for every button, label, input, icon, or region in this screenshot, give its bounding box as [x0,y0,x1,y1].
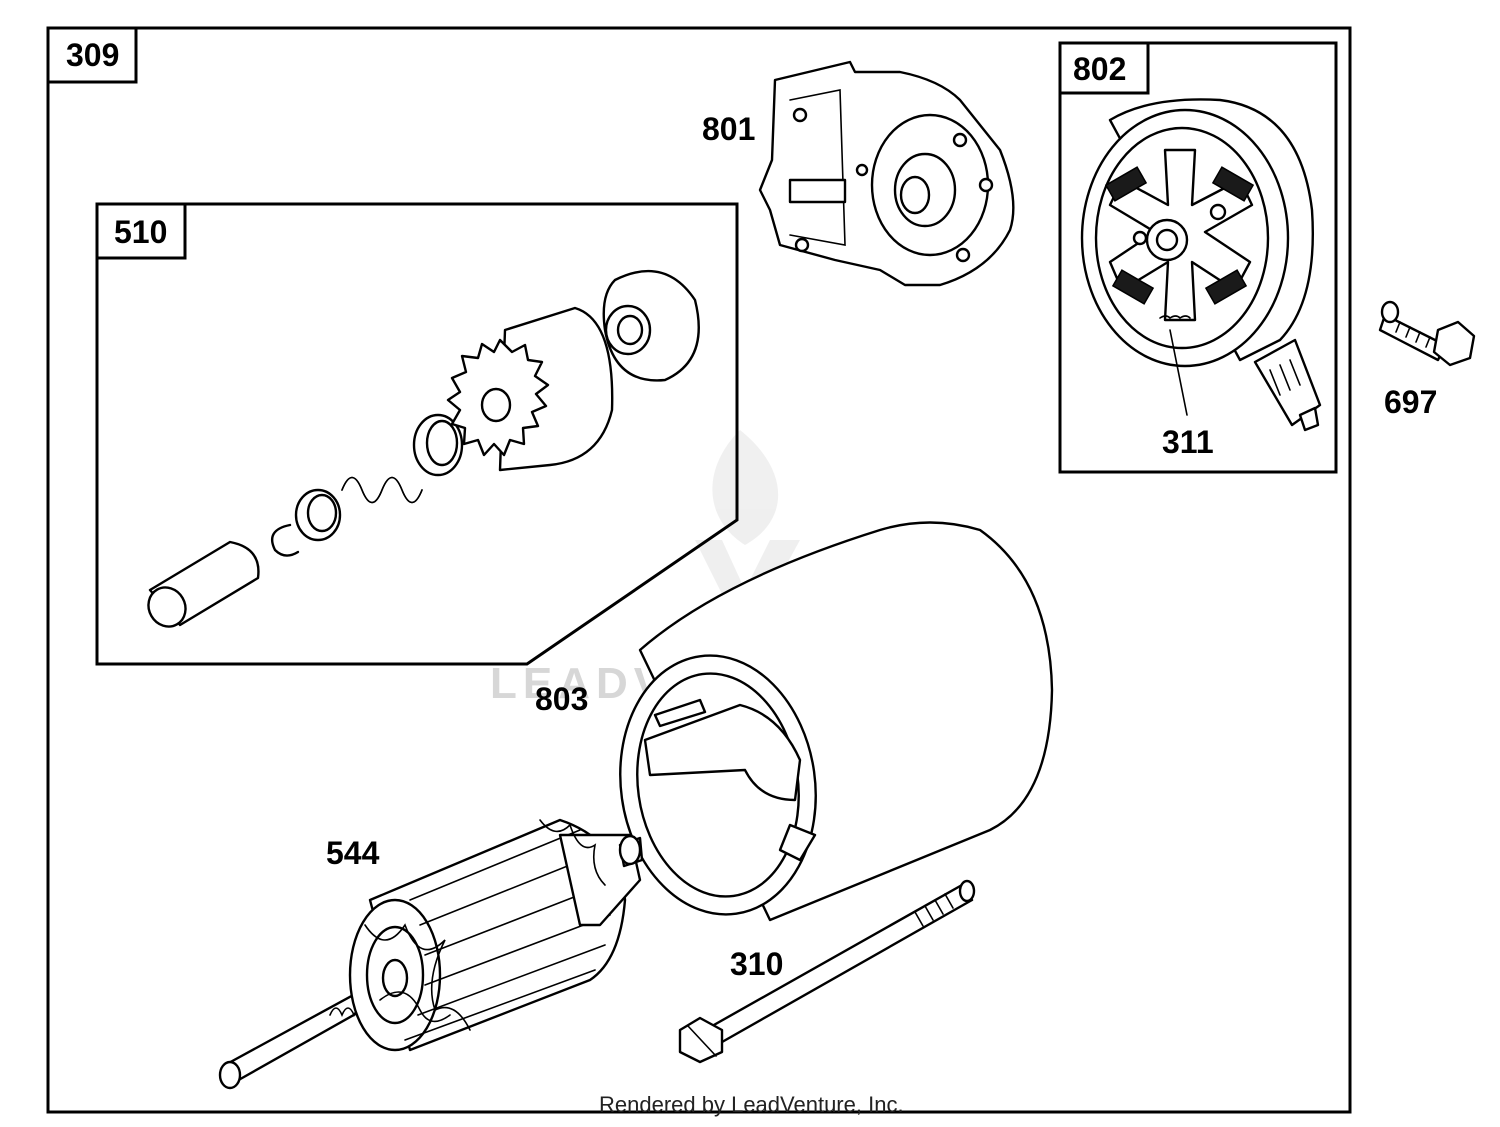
pinion-gear[interactable] [446,306,614,472]
drive-kit-tab [95,202,187,260]
group-label-802[interactable]: 802 [1073,51,1126,87]
outer-frame [46,26,1352,1114]
callout-801[interactable]: 801 [702,111,755,147]
drive-pinion-assembly[interactable] [141,269,700,633]
spring-cup[interactable] [412,413,464,477]
drive-kit-frame [95,202,739,666]
mounting-bolt[interactable] [1378,300,1476,367]
end-cap-kit-frame [1058,41,1338,474]
motor-housing[interactable] [604,521,1054,928]
callout-311[interactable]: 311 [1162,424,1214,460]
outer-frame-tab [46,26,138,84]
end-cap-kit-tab [1058,41,1150,95]
brush-leader-line [1169,329,1188,416]
group-label-510[interactable]: 510 [114,214,167,250]
group-label-309[interactable]: 309 [66,37,119,73]
thrust-washer[interactable] [602,269,700,382]
end-cap-assembly[interactable] [1080,98,1322,432]
mounting-bracket[interactable] [758,60,1015,287]
armature-assembly[interactable] [218,818,644,1090]
drive-sleeve[interactable] [141,540,260,633]
callout-310[interactable]: 310 [730,946,783,982]
callout-697[interactable]: 697 [1384,384,1437,420]
render-credit: Rendered by LeadVenture, Inc. [599,1092,904,1117]
callout-544[interactable]: 544 [326,835,380,871]
callout-803[interactable]: 803 [535,681,588,717]
through-bolt[interactable] [678,879,976,1064]
retaining-ring[interactable] [270,523,300,557]
stop-collar[interactable] [294,488,342,542]
anti-drift-spring[interactable] [341,476,423,504]
